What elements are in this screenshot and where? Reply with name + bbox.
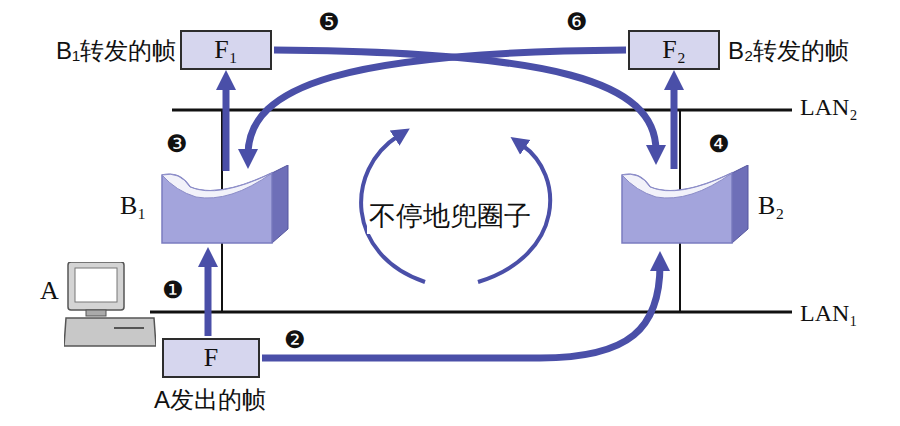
frame-caption: B₁转发的帧 <box>56 35 176 67</box>
callout-number: ❹ <box>708 132 730 156</box>
frame-caption: A发出的帧 <box>154 384 266 416</box>
callout-number: ❸ <box>166 132 188 156</box>
screen <box>75 268 117 302</box>
frame-flow-arrow <box>205 261 212 336</box>
lan-name: LAN₁ <box>800 300 858 327</box>
bridge-symbol <box>160 165 290 245</box>
callout-number: ❺ <box>318 10 340 34</box>
bridge-front <box>162 173 272 243</box>
frame-flow-arrow <box>262 265 660 358</box>
frame-flow-arrow <box>223 84 230 171</box>
frame-caption: B₂转发的帧 <box>728 35 849 67</box>
drive-slot <box>114 327 144 329</box>
callout-number: ❻ <box>566 10 588 34</box>
sent-frame-box: F <box>162 338 260 378</box>
device-label: A <box>40 276 59 306</box>
lan1-bus <box>150 311 792 314</box>
device-label: B₁ <box>120 191 146 221</box>
loop-note: 不停地兜圈子 <box>367 198 533 234</box>
forwarded-frame-box: F₁ <box>180 30 272 70</box>
bridge-symbol <box>620 165 750 245</box>
monitor <box>68 262 124 310</box>
bridge-device: B₁ <box>160 165 290 245</box>
frame-flow-arrow <box>671 84 678 169</box>
host-computer: A <box>64 262 156 348</box>
device-label: B₂ <box>758 191 784 221</box>
frame-label: F₁ <box>214 35 238 65</box>
frame-flow-arrow <box>274 50 656 151</box>
bridge-side <box>732 165 748 243</box>
bridge-front <box>622 173 732 243</box>
monitor-stand <box>86 310 106 316</box>
computer-base <box>64 318 156 346</box>
bridge-device: B₂ <box>620 165 750 245</box>
computer-symbol <box>64 262 156 348</box>
forwarded-frame-box: F₂ <box>628 30 720 70</box>
callout-number: ❶ <box>162 278 184 302</box>
callout-number: ❷ <box>284 328 306 352</box>
lan-name: LAN₂ <box>800 94 858 121</box>
bridge-rim <box>162 173 272 198</box>
bridge-rim <box>622 173 732 198</box>
frame-label: F <box>204 343 218 373</box>
bridge-side <box>272 165 288 243</box>
frame-flow-arrow <box>248 50 626 155</box>
frame-label: F₂ <box>662 35 686 65</box>
